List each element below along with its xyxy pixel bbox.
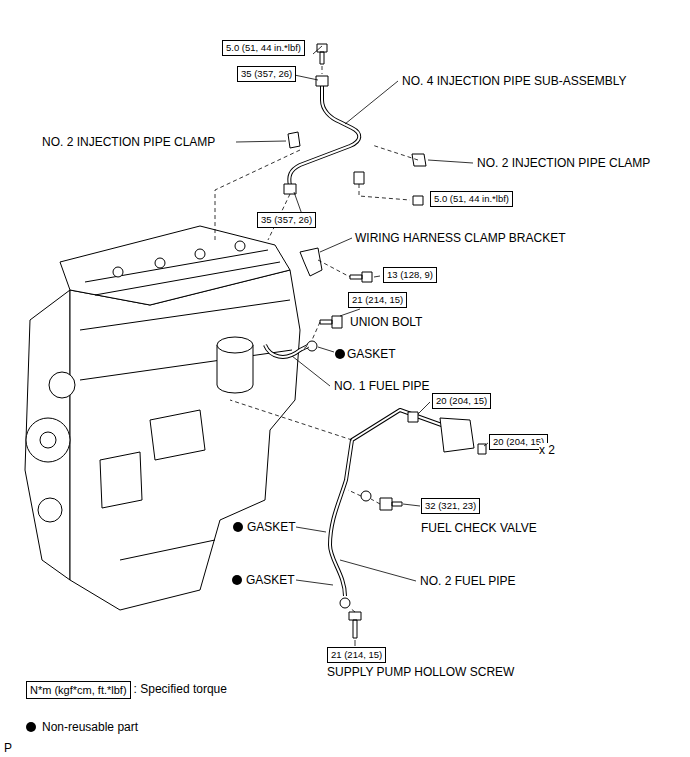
injection-pipe [289,84,359,186]
legend-dot-sample [26,722,36,732]
pulley [49,372,75,398]
torque-value: 35 (357, 26) [241,68,292,80]
part-name: NO. 4 INJECTION PIPE SUB-ASSEMBLY [402,74,627,88]
engine-block [70,270,300,610]
pressure-block [440,418,474,452]
part-name: GASKET [247,520,296,534]
check-valve [380,498,402,510]
union-bolt [320,316,342,328]
oil-filter [217,337,253,353]
torque-value: N*m (kgf*cm, ft.*lbf) [30,683,127,697]
torque-value: 5.0 (51, 44 in.*lbf) [226,42,301,54]
legend-text: : Specified torque [134,682,227,696]
non-reusable-dot [232,575,242,585]
part-name: NO. 2 INJECTION PIPE CLAMP [477,156,650,170]
engine-detail [100,410,205,508]
fuel-pipe [265,345,308,357]
pipe-clamp [354,172,364,184]
torque-value: 32 (321, 23) [425,500,476,512]
gasket [340,598,350,608]
injection-pipe [289,84,359,186]
torque-value: 20 (204, 15) [493,436,544,448]
injector [235,241,245,251]
part-name: NO. 2 FUEL PIPE [420,574,516,588]
torque-spec-box: 13 (128, 9) [383,267,437,283]
torque-value: 20 (204, 15) [436,395,487,407]
injector [113,267,123,277]
pulley [38,498,62,522]
part-name: UNION BOLT [350,315,422,329]
bolt [408,412,418,422]
torque-spec-box: 35 (357, 26) [237,66,296,82]
part-name: FUEL CHECK VALVE [421,521,537,535]
torque-spec-box: 32 (321, 23) [421,498,480,514]
injector [155,258,165,268]
nut [413,196,423,205]
part-name: WIRING HARNESS CLAMP BRACKET [355,231,565,245]
part-name: NO. 2 INJECTION PIPE CLAMP [42,135,215,149]
bolt [350,272,372,282]
pulley [26,418,70,462]
part-name: NO. 1 FUEL PIPE [334,379,430,393]
gasket [361,491,371,501]
torque-spec-box: 35 (357, 26) [257,212,316,228]
hollow-screw [349,612,361,638]
bolt [317,44,327,64]
pulley [40,432,56,448]
legend-text: Non-reusable part [42,720,138,734]
fuel-pipe [265,345,308,357]
leader-lines [236,46,488,646]
torque-value: 21 (214, 15) [352,294,403,306]
part-name: SUPPLY PUMP HOLLOW SCREW [327,665,514,679]
part-name: GASKET [347,347,396,361]
non-reusable-dot [233,522,243,532]
engine-detail [80,250,292,560]
quantity-note: x 2 [539,443,555,457]
torque-value: 5.0 (51, 44 in.*lbf) [434,193,509,205]
torque-legend-box: N*m (kgf*cm, ft.*lbf) [26,681,131,699]
cylinder-head [60,226,290,305]
pipe-nut [316,76,328,86]
torque-value: 21 (214, 15) [331,649,382,661]
assembly-lines [215,66,418,612]
torque-spec-box: 21 (214, 15) [327,647,386,663]
injector [195,249,205,259]
non-reusable-dot [335,349,345,359]
part-name: GASKET [246,573,295,587]
timing-cover [25,290,70,580]
torque-spec-box: 20 (204, 15) [432,393,491,409]
harness-bracket [300,248,322,276]
pipe-clamp [412,154,426,166]
torque-spec-box: 5.0 (51, 44 in.*lbf) [222,40,305,56]
pipe-clamp [288,132,300,148]
torque-value: 35 (357, 26) [261,214,312,226]
gasket [307,341,317,351]
torque-spec-box: 21 (214, 15) [348,292,407,308]
torque-spec-box: 5.0 (51, 44 in.*lbf) [430,191,513,207]
torque-value: 13 (128, 9) [387,269,433,281]
figure-code: P [4,741,12,755]
